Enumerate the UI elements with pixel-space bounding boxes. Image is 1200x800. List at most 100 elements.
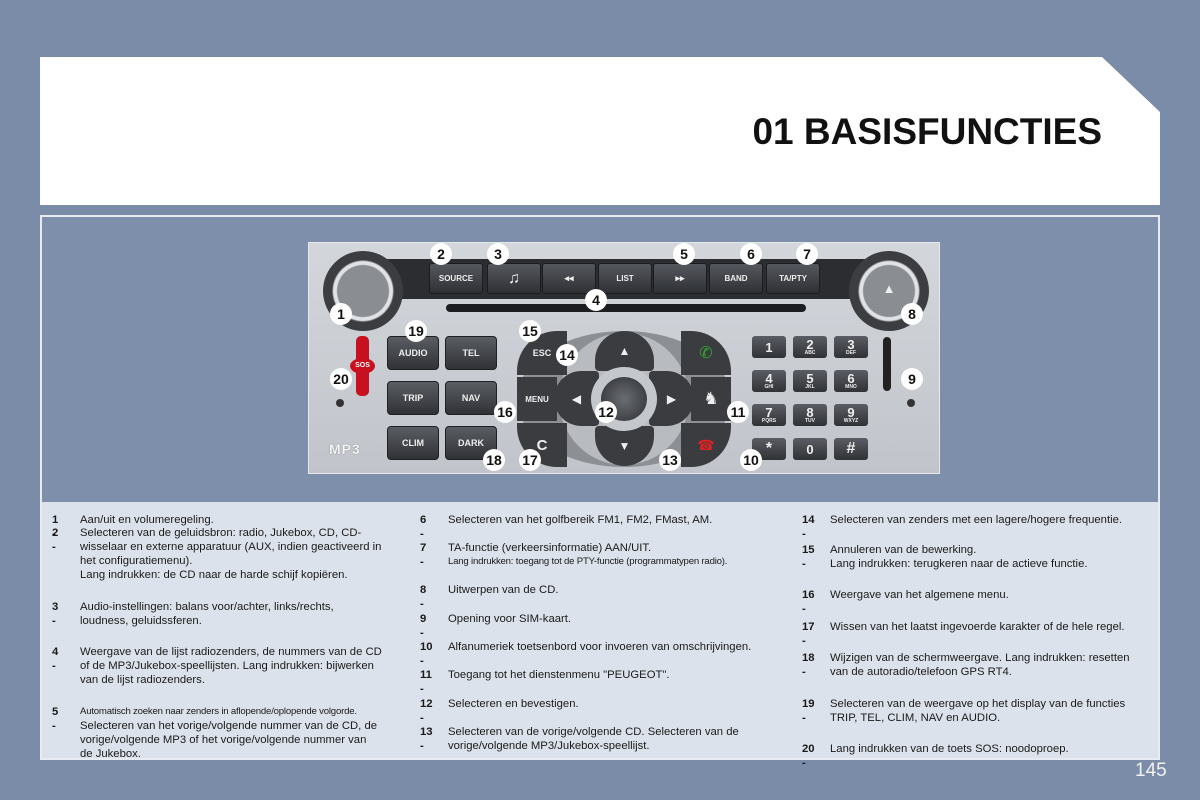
up-button[interactable]: ▲ bbox=[595, 331, 654, 371]
list-button[interactable]: LIST bbox=[598, 263, 652, 294]
callout-15: 15 bbox=[519, 320, 541, 342]
description-line: Uitwerpen van de CD. bbox=[448, 584, 559, 596]
keypad-key[interactable]: 1 bbox=[752, 336, 786, 358]
description-line: van de autoradio/telefoon GPS RT4. bbox=[830, 666, 1012, 678]
item-number: 14 - bbox=[802, 514, 815, 540]
callout-12: 12 bbox=[595, 401, 617, 423]
item-description: Annuleren van de bewerking.Lang indrukke… bbox=[830, 543, 1087, 571]
description-line: of de MP3/Jukebox-speellijsten. Lang ind… bbox=[80, 660, 374, 672]
description-line: de Jukebox. bbox=[80, 748, 141, 760]
description-line: wisselaar en externe apparatuur (AUX, in… bbox=[80, 541, 382, 553]
callout-4: 4 bbox=[585, 289, 607, 311]
key-letters: ABC bbox=[804, 350, 816, 356]
key-digit: 7 bbox=[765, 405, 773, 420]
description-line: Selecteren van het golfbereik FM1, FM2, … bbox=[448, 514, 713, 526]
page-title: 01 BASISFUNCTIES bbox=[752, 111, 1102, 152]
call-button[interactable]: ✆ bbox=[681, 331, 731, 375]
item-description: Automatisch zoeken naar zenders in aflop… bbox=[80, 705, 377, 761]
esc-label: ESC bbox=[532, 348, 552, 358]
left-arrow-icon: ◀ bbox=[571, 391, 582, 406]
key-digit: # bbox=[846, 440, 856, 457]
item-number: 16 - bbox=[802, 589, 815, 615]
item-description: Wijzigen van de schermweergave. Lang ind… bbox=[830, 651, 1130, 679]
band-button[interactable]: BAND bbox=[709, 263, 763, 294]
item-number: 17 - bbox=[802, 621, 815, 647]
callout-6: 6 bbox=[740, 243, 762, 265]
radio-faceplate: ▲ SOS MP3 ▲ ▼ ◀ ▶ ESC MENU C ✆ ♞ ☎ SOURC… bbox=[308, 242, 940, 474]
key-digit: 2 bbox=[806, 337, 814, 352]
hangup-button[interactable]: ☎ bbox=[681, 423, 731, 467]
item-number: 12 - bbox=[420, 698, 433, 724]
source-button[interactable]: SOURCE bbox=[429, 263, 483, 294]
item-description: Lang indrukken van de toets SOS: noodopr… bbox=[830, 742, 1069, 756]
description-line: Weergave van het algemene menu. bbox=[830, 589, 1009, 601]
description-line: Lang indrukken: toegang tot de PTY-funct… bbox=[448, 556, 728, 567]
item-number: 15 - bbox=[802, 544, 815, 570]
key-digit: 6 bbox=[847, 371, 855, 386]
keypad-key[interactable]: # bbox=[834, 438, 868, 460]
sim-card-slot[interactable] bbox=[883, 337, 891, 391]
mp3-logo: MP3 bbox=[329, 441, 361, 457]
phone-pickup-icon: ✆ bbox=[699, 345, 713, 362]
description-line: Lang indrukken: terugkeren naar de actie… bbox=[830, 558, 1088, 570]
seek-forward-button[interactable]: ▸▸ bbox=[653, 263, 707, 294]
callout-3: 3 bbox=[487, 243, 509, 265]
item-number: 11 - bbox=[420, 669, 432, 695]
description-line: Selecteren van de weergave op het displa… bbox=[830, 698, 1126, 710]
description-line: Lang indrukken: de CD naar de harde schi… bbox=[80, 569, 348, 581]
eject-icon: ▲ bbox=[882, 281, 896, 296]
item-number: 9 - bbox=[420, 613, 427, 639]
item-description: Opening voor SIM-kaart. bbox=[448, 612, 571, 626]
mic-hole bbox=[336, 399, 344, 407]
key-digit: 3 bbox=[847, 337, 855, 352]
item-number: 1 - bbox=[52, 514, 59, 540]
callout-13: 13 bbox=[659, 449, 681, 471]
sos-button[interactable]: SOS bbox=[350, 336, 375, 396]
menu-label: MENU bbox=[525, 394, 549, 404]
header-banner: 01 BASISFUNCTIES bbox=[40, 57, 1160, 205]
page-number: 145 bbox=[1135, 760, 1167, 781]
item-description: Weergave van de lijst radiozenders, de n… bbox=[80, 645, 382, 687]
description-line: Wijzigen van de schermweergave. Lang ind… bbox=[830, 652, 1130, 664]
item-description: Aan/uit en volumeregeling. bbox=[80, 513, 214, 527]
callout-18: 18 bbox=[483, 449, 505, 471]
nav-button[interactable]: NAV bbox=[445, 381, 497, 415]
item-description: Wissen van het laatst ingevoerde karakte… bbox=[830, 620, 1125, 634]
item-description: Selecteren van de weergave op het displa… bbox=[830, 697, 1125, 725]
key-digit: * bbox=[765, 440, 773, 457]
item-description: TA-functie (verkeersinformatie) AAN/UIT.… bbox=[448, 541, 727, 569]
callout-7: 7 bbox=[796, 243, 818, 265]
key-letters: GHI bbox=[764, 384, 774, 390]
menu-button[interactable]: MENU bbox=[517, 377, 557, 421]
tel-button[interactable]: TEL bbox=[445, 336, 497, 370]
seek-back-button[interactable]: ◂◂ bbox=[542, 263, 596, 294]
key-digit: 9 bbox=[847, 405, 855, 420]
key-digit: 4 bbox=[765, 371, 773, 386]
description-line: TRIP, TEL, CLIM, NAV en AUDIO. bbox=[830, 712, 1001, 724]
ta-pty-button[interactable]: TA/PTY bbox=[766, 263, 820, 294]
peugeot-lion-icon: ♞ bbox=[703, 389, 719, 408]
description-line: loudness, geluidssferen. bbox=[80, 615, 202, 627]
callout-9: 9 bbox=[901, 368, 923, 390]
sos-label: SOS bbox=[350, 358, 375, 374]
item-number: 2 - bbox=[52, 527, 59, 553]
callout-5: 5 bbox=[673, 243, 695, 265]
description-line: Lang indrukken van de toets SOS: noodopr… bbox=[830, 743, 1069, 755]
legend-area bbox=[42, 502, 1158, 758]
audio-settings-button[interactable]: ♫ bbox=[487, 263, 541, 294]
keypad-key[interactable]: 0 bbox=[793, 438, 827, 460]
up-arrow-icon: ▲ bbox=[618, 344, 631, 358]
clim-button[interactable]: CLIM bbox=[387, 426, 439, 460]
item-number: 20 - bbox=[802, 743, 815, 769]
trip-button[interactable]: TRIP bbox=[387, 381, 439, 415]
description-line: Selecteren en bevestigen. bbox=[448, 698, 579, 710]
peugeot-services-button[interactable]: ♞ bbox=[691, 377, 731, 421]
